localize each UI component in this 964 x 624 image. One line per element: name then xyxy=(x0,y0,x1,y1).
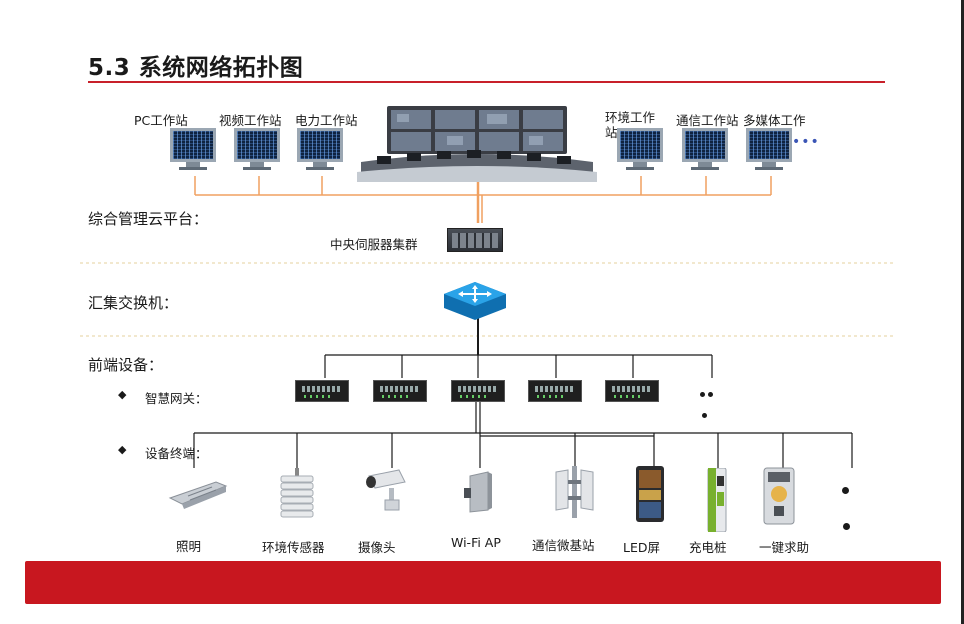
gateway-switch-4 xyxy=(528,380,582,402)
gateway-bullet-icon: ◆ xyxy=(118,388,127,401)
server-cluster-icon xyxy=(447,228,503,252)
page-title: 5.3 系统网络拓扑图 xyxy=(88,55,304,81)
media-workstation-icon xyxy=(746,128,792,170)
right-border xyxy=(961,0,964,624)
frontend-devices-label: 前端设备： xyxy=(88,356,164,374)
environment-sensor-icon xyxy=(280,468,314,518)
more-gateways-dot-2 xyxy=(708,392,713,397)
wifi-ap-icon xyxy=(464,471,492,513)
aggregation-switch-label: 汇集交换机： xyxy=(88,294,179,312)
led-screen-icon xyxy=(636,466,664,522)
env-workstation-icon xyxy=(617,128,663,170)
workstation-label-power: 电力工作站 xyxy=(295,113,358,128)
charging-pile-icon xyxy=(707,468,727,532)
gateway-tree xyxy=(324,318,713,378)
more-workstations-ellipsis: ••• xyxy=(792,134,820,150)
video-workstation-icon xyxy=(234,128,280,170)
device-label-led-screen: LED屏 xyxy=(623,540,660,555)
control-center-icon xyxy=(357,106,597,182)
device-label-emergency-help: 一键求助 xyxy=(759,540,810,555)
device-label-camera: 摄像头 xyxy=(358,540,396,555)
workstation-label-comm: 通信工作站 xyxy=(676,113,739,128)
camera-icon xyxy=(366,469,406,511)
gateway-switch-3 xyxy=(451,380,505,402)
smart-gateway-label: 智慧网关： xyxy=(145,391,208,406)
more-devices-dot-1 xyxy=(842,487,849,494)
power-workstation-icon xyxy=(297,128,343,170)
terminal-tree xyxy=(193,402,853,468)
gateway-switch-1 xyxy=(295,380,349,402)
workstation-bus xyxy=(194,176,772,223)
server-cluster-label: 中央伺服器集群 xyxy=(330,237,418,252)
workstation-label-env: 环境工作站 xyxy=(605,110,656,140)
pc-workstation-icon xyxy=(170,128,216,170)
device-label-wifi-ap: Wi-Fi AP xyxy=(451,535,501,550)
street-light-icon xyxy=(168,481,228,509)
device-terminals-label: 设备终端： xyxy=(145,446,208,461)
comm-workstation-icon xyxy=(682,128,728,170)
terminal-bullet-icon: ◆ xyxy=(118,443,127,456)
workstation-label-pc: PC工作站 xyxy=(134,113,188,128)
core-switch-icon xyxy=(444,282,506,320)
device-label-charging-pile: 充电桩 xyxy=(689,540,727,555)
gateway-switch-5 xyxy=(605,380,659,402)
device-label-env-sensor: 环境传感器 xyxy=(262,540,325,555)
device-label-lighting: 照明 xyxy=(176,539,202,554)
emergency-help-icon xyxy=(763,467,795,525)
cloud-platform-label: 综合管理云平台： xyxy=(88,210,209,228)
more-gateways-dot-3 xyxy=(702,413,707,418)
workstation-label-media: 多媒体工作 xyxy=(743,113,806,128)
more-devices-dot-2 xyxy=(843,523,850,530)
more-gateways-dot-1 xyxy=(700,392,705,397)
gateway-switch-2 xyxy=(373,380,427,402)
workstation-label-video: 视频工作站 xyxy=(219,113,282,128)
title-underline xyxy=(88,81,885,83)
footer-bar xyxy=(25,561,941,604)
micro-base-station-icon xyxy=(555,466,594,518)
device-label-micro-base-station: 通信微基站 xyxy=(532,538,595,553)
